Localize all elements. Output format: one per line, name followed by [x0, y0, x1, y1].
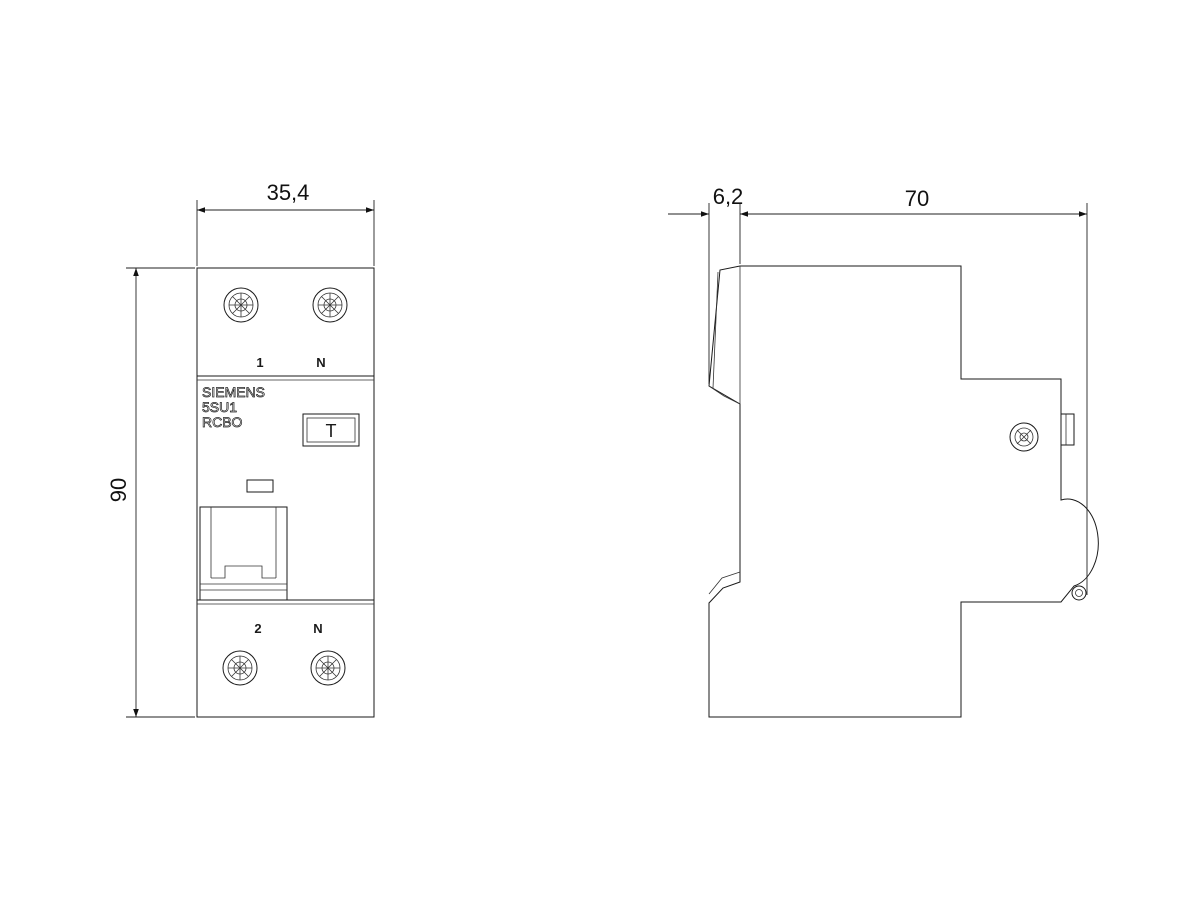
- type-label: RCBO: [202, 414, 243, 430]
- side-depth-value: 70: [905, 186, 929, 211]
- side-offset-value: 6,2: [713, 184, 744, 209]
- terminal-label-bottom-right: N: [313, 621, 322, 636]
- front-body-outline: [196, 267, 375, 718]
- terminal-screw-bottom-left: [222, 650, 258, 686]
- side-clip-upper: [708, 385, 741, 405]
- terminal-label-top-right: N: [316, 355, 325, 370]
- side-body-outline: [708, 265, 1099, 718]
- front-width-value: 35,4: [267, 180, 310, 205]
- side-clip-edge: [712, 271, 719, 389]
- side-screw: [1009, 422, 1039, 452]
- test-button[interactable]: T: [302, 413, 360, 447]
- front-height-value: 90: [106, 478, 131, 502]
- model-label: 5SU1: [202, 399, 237, 415]
- terminal-screw-top-left: [223, 287, 259, 323]
- rear-latch-inner: [1075, 589, 1083, 597]
- rear-latch: [1071, 585, 1087, 601]
- terminal-label-top-left: 1: [256, 355, 263, 370]
- toggle-lever[interactable]: [199, 506, 288, 601]
- test-button-label: T: [326, 421, 337, 441]
- side-depth-dimension: 6,2 70: [668, 184, 1088, 595]
- brand-label: SIEMENS: [202, 384, 265, 400]
- side-clip-lower: [708, 571, 741, 595]
- front-height-dimension: 90: [106, 267, 195, 718]
- rear-connector: [1060, 413, 1075, 446]
- terminal-screw-top-right: [312, 287, 348, 323]
- terminal-screw-bottom-right: [310, 650, 346, 686]
- front-width-dimension: 35,4: [196, 180, 375, 266]
- front-view: 1 N SIEMENS 5SU1 RCBO T 2 N: [196, 267, 375, 718]
- terminal-label-bottom-left: 2: [254, 621, 261, 636]
- indicator-window: [246, 479, 274, 493]
- side-view: [708, 265, 1099, 718]
